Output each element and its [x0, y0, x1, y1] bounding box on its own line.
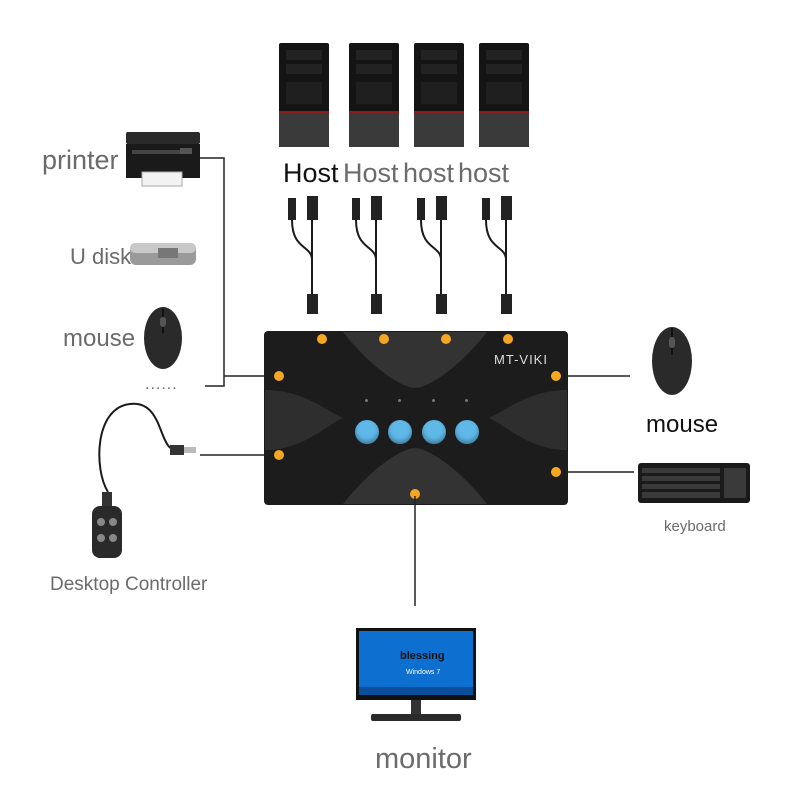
led-indicator-2: [398, 399, 401, 402]
monitor-connector-line: [414, 496, 416, 606]
port-dot-controller: [274, 450, 284, 460]
port-dot-keyboard: [551, 467, 561, 477]
host-cables: [288, 196, 512, 314]
host-label-4: host: [458, 158, 510, 188]
host-cable-4: [485, 219, 507, 300]
host-label-1: Host: [283, 158, 339, 188]
led-indicator-4: [465, 399, 468, 402]
hdmi-plug-1: [307, 196, 318, 220]
kvm-brand-text: MT-VIKI: [494, 352, 548, 367]
host-cable-1: [291, 219, 313, 300]
keyboard-icon: [638, 463, 750, 503]
controller-connector-line: [200, 454, 276, 456]
usb-drive-icon: [130, 243, 196, 265]
left-mouse-label: mouse: [63, 325, 136, 352]
monitor-label: monitor: [375, 743, 472, 775]
keyboard-label: keyboard: [664, 518, 726, 535]
led-indicator-3: [432, 399, 435, 402]
udisk-label: U disk: [70, 244, 132, 269]
led-indicator-1: [365, 399, 368, 402]
right-mouse-icon: [652, 327, 692, 395]
port-dot-host-3: [441, 334, 451, 344]
printer-icon: [126, 132, 200, 187]
port-dot-host-4: [503, 334, 513, 344]
port-dot-host-1: [317, 334, 327, 344]
host-pc-tower-4: [479, 43, 529, 147]
switch-button-3[interactable]: [422, 420, 446, 444]
monitor-screen-subtext: Windows 7: [406, 669, 441, 676]
host-pc-tower-2: [349, 43, 399, 147]
desktop-controller-icon: [92, 402, 196, 558]
monitor-icon: [356, 628, 476, 721]
host-pc-tower-3: [414, 43, 464, 147]
right-mouse-label: mouse: [646, 411, 719, 438]
port-dot-usb-hub: [274, 371, 284, 381]
switch-button-2[interactable]: [388, 420, 412, 444]
usb-plug-1: [288, 198, 296, 220]
host-pc-tower-1: [279, 43, 329, 147]
host-label-3: host: [403, 158, 455, 188]
host-cable-3: [420, 219, 442, 300]
right-connector-lines: [566, 375, 634, 473]
host-cable-2: [355, 219, 377, 300]
switch-button-1[interactable]: [355, 420, 379, 444]
port-dot-host-2: [379, 334, 389, 344]
desktop-controller-label: Desktop Controller: [50, 574, 208, 595]
kvm-switch-body: MT-VIKI: [264, 331, 568, 505]
port-dot-monitor: [410, 489, 420, 499]
host-label-2: Host: [343, 158, 399, 188]
port-dot-mouse: [551, 371, 561, 381]
hdmi-plug-1-bottom: [307, 294, 318, 314]
monitor-screen-text: blessing: [400, 650, 445, 662]
left-mouse-icon: [144, 307, 182, 369]
printer-label: printer: [42, 145, 119, 175]
more-devices-dots: ......: [145, 376, 178, 393]
switch-button-4[interactable]: [455, 420, 479, 444]
